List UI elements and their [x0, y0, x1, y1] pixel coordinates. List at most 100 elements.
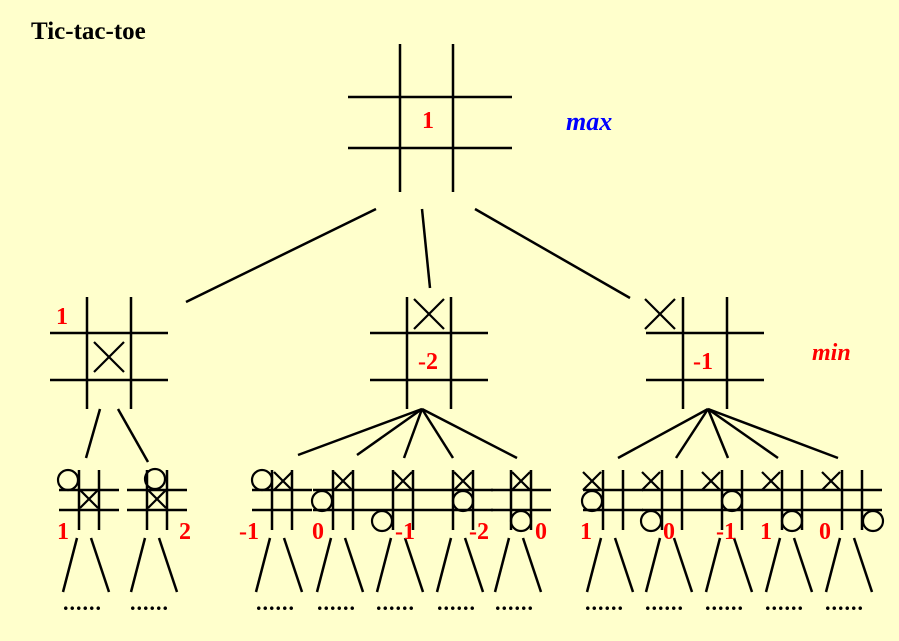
continuation-branch: [824, 537, 842, 593]
o-mark-icon: [250, 468, 274, 492]
edge-min1-leaf2: [116, 408, 150, 463]
edge-min1-leaf1: [84, 408, 102, 459]
max-level-label: max: [566, 107, 613, 136]
leaf-board-12: [822, 470, 882, 530]
continuation-branch: [493, 537, 511, 593]
leaf-8-value: 1: [580, 519, 592, 545]
x-mark-icon: [701, 471, 721, 491]
continuation-8: ......: [585, 590, 624, 615]
continuation-branch: [463, 537, 485, 593]
min-board-3: [646, 297, 764, 409]
o-mark-icon: [451, 489, 475, 513]
edge-min3-leaf1: [617, 407, 709, 460]
x-stroke: [511, 471, 531, 491]
edge-min2-leaf2: [356, 407, 423, 457]
continuation-1: ......: [63, 590, 102, 615]
edge-min2-leaf5: [421, 407, 518, 460]
leaf-3-value: -1: [239, 519, 259, 545]
edge-min3-leaf4: [707, 407, 779, 460]
x-stroke: [393, 471, 413, 491]
x-stroke: [453, 471, 473, 491]
continuation-12: ......: [825, 590, 864, 615]
continuation-3: ......: [256, 590, 295, 615]
x-stroke: [273, 471, 293, 491]
o-mark-icon: [861, 509, 885, 533]
leaf-board-8: [583, 470, 643, 530]
edge-min2-leaf1: [297, 407, 423, 457]
min-node-3-value: -1: [693, 349, 713, 375]
edge-min2-leaf3: [402, 408, 424, 459]
min-node-1-value: 1: [56, 304, 68, 330]
leaf-10-value: -1: [716, 519, 736, 545]
continuation-branch: [254, 537, 272, 593]
x-mark-icon: [582, 471, 602, 491]
continuation-branch: [792, 537, 814, 593]
x-stroke: [413, 298, 445, 330]
edge-min3-leaf3: [706, 408, 730, 459]
x-stroke: [147, 489, 167, 509]
continuation-branch: [129, 537, 147, 593]
o-mark-icon: [143, 467, 167, 491]
x-stroke: [641, 471, 661, 491]
leaf-1-value: 1: [57, 519, 69, 545]
leaf-5-value: -1: [395, 519, 415, 545]
continuation-branch: [613, 537, 635, 593]
min-node-2-value: -2: [418, 349, 438, 375]
leaf-6-value: -2: [469, 519, 489, 545]
x-mark-icon: [413, 298, 445, 330]
x-mark-icon: [79, 489, 99, 509]
x-mark-icon: [511, 471, 531, 491]
continuation-branch: [732, 537, 754, 593]
continuation-11: ......: [765, 590, 804, 615]
min-board-1: [50, 297, 168, 409]
o-mark-icon: [310, 489, 334, 513]
x-mark-icon: [453, 471, 473, 491]
continuation-branch: [585, 537, 603, 593]
continuation-branch: [157, 537, 179, 593]
edge-min2-leaf4: [420, 408, 455, 459]
continuation-4: ......: [317, 590, 356, 615]
leaf-11-value: 1: [760, 519, 772, 545]
leaf-4-value: 0: [312, 519, 324, 545]
continuation-2: ......: [130, 590, 169, 615]
continuation-branch: [435, 537, 453, 593]
continuation-branch: [89, 537, 111, 593]
o-mark-icon: [370, 509, 394, 533]
edge-root-min1: [185, 207, 377, 304]
continuation-branch: [61, 537, 79, 593]
continuation-branch: [672, 537, 694, 593]
x-stroke: [582, 471, 602, 491]
x-mark-icon: [641, 471, 661, 491]
continuation-branch: [521, 537, 543, 593]
x-stroke: [644, 298, 676, 330]
leaf-7-value: 0: [535, 519, 547, 545]
o-mark-icon: [780, 509, 804, 533]
continuation-branch: [315, 537, 333, 593]
edge-root-min3: [474, 207, 631, 300]
x-mark-icon: [93, 341, 125, 373]
o-mark-icon: [639, 509, 663, 533]
leaf-board-3: [252, 470, 312, 530]
edge-root-min2: [420, 208, 432, 289]
continuation-9: ......: [645, 590, 684, 615]
x-stroke: [761, 471, 781, 491]
continuation-branch: [852, 537, 874, 593]
edge-min3-leaf5: [707, 407, 839, 460]
continuation-5: ......: [376, 590, 415, 615]
continuation-branch: [375, 537, 393, 593]
x-mark-icon: [761, 471, 781, 491]
x-stroke: [701, 471, 721, 491]
edge-min3-leaf2: [674, 408, 710, 459]
min-board-2: [370, 297, 488, 409]
x-mark-icon: [644, 298, 676, 330]
min-level-label: min: [812, 340, 851, 366]
continuation-7: ......: [495, 590, 534, 615]
leaf-board-2: [127, 470, 187, 530]
x-stroke: [333, 471, 353, 491]
continuation-branch: [764, 537, 782, 593]
o-mark-icon: [56, 468, 80, 492]
x-stroke: [79, 489, 99, 509]
continuation-10: ......: [705, 590, 744, 615]
continuation-branch: [343, 537, 365, 593]
